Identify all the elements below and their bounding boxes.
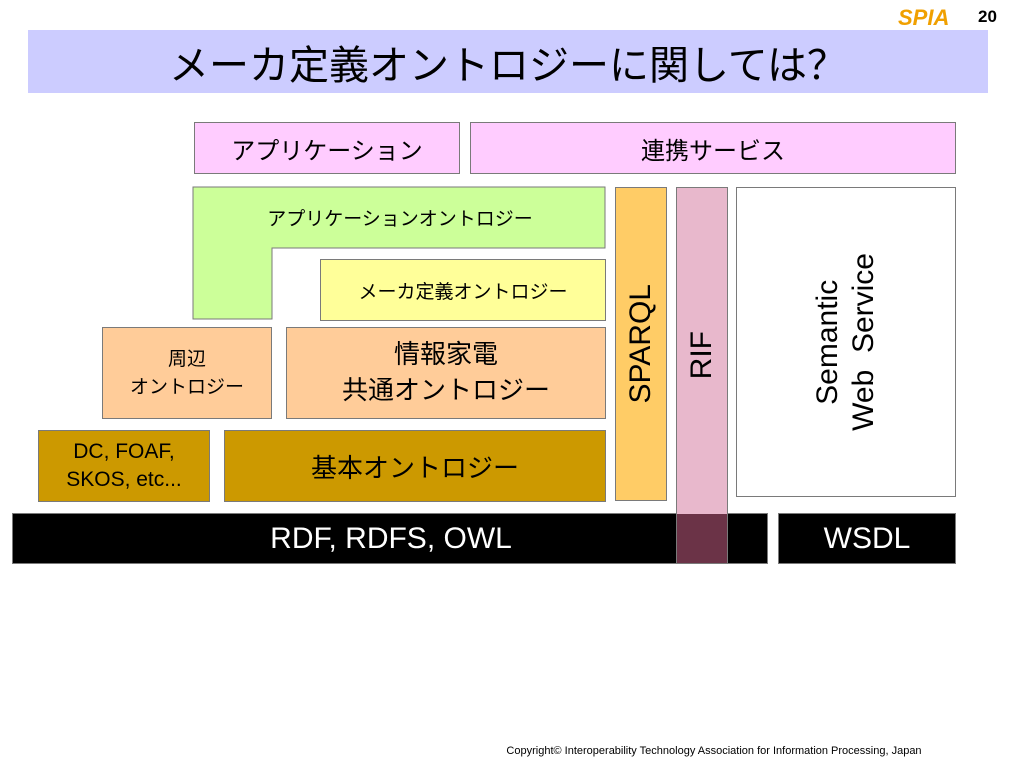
rif-rdf-overlap: [677, 514, 727, 563]
appliance-ontology-line1: 情報家電: [393, 340, 498, 370]
wsdl-box: WSDL: [778, 513, 956, 564]
external-vocab-line2: SKOS, etc...: [66, 468, 182, 491]
sws-line1: Semantic: [811, 279, 844, 405]
semantic-web-service-box: Semantic Web Service: [736, 187, 956, 497]
page-number: 20: [978, 7, 997, 26]
appliance-ontology-line2: 共通オントロジー: [341, 376, 550, 406]
appliance-common-ontology-box: 情報家電 共通オントロジー: [286, 327, 606, 419]
maker-ontology-box: メーカ定義オントロジー: [320, 259, 606, 321]
application-ontology-label: アプリケーションオントロジー: [267, 208, 533, 230]
rdf-layer-box: RDF, RDFS, OWL: [12, 513, 768, 564]
sparql-label: SPARQL: [624, 284, 657, 404]
rdf-layer-label: RDF, RDFS, OWL: [270, 522, 512, 555]
application-ontology-shape: [192, 186, 606, 320]
external-vocabularies-box: DC, FOAF, SKOS, etc...: [38, 430, 210, 502]
spia-logo: SPIA: [898, 5, 968, 30]
logo-text: SPIA: [898, 6, 949, 28]
rif-label: RIF: [685, 331, 718, 380]
external-vocab-line1: DC, FOAF,: [73, 440, 175, 463]
sparql-box: SPARQL: [615, 187, 667, 501]
copyright-notice: Copyright© Interoperability Technology A…: [506, 745, 922, 757]
base-ontology-box: 基本オントロジー: [224, 430, 606, 502]
peripheral-ontology-line1: 周辺: [167, 348, 206, 370]
rif-box: RIF: [676, 187, 728, 564]
peripheral-ontology-line2: オントロジー: [129, 376, 244, 398]
slide-title: メーカ定義オントロジーに関しては？: [28, 30, 988, 93]
semantic-web-service-label: Semantic Web Service: [810, 253, 882, 431]
sws-line2: Web Service: [847, 253, 880, 431]
application-box: アプリケーション: [194, 122, 460, 174]
peripheral-ontology-box: 周辺 オントロジー: [102, 327, 272, 419]
linkage-services-box: 連携サービス: [470, 122, 956, 174]
